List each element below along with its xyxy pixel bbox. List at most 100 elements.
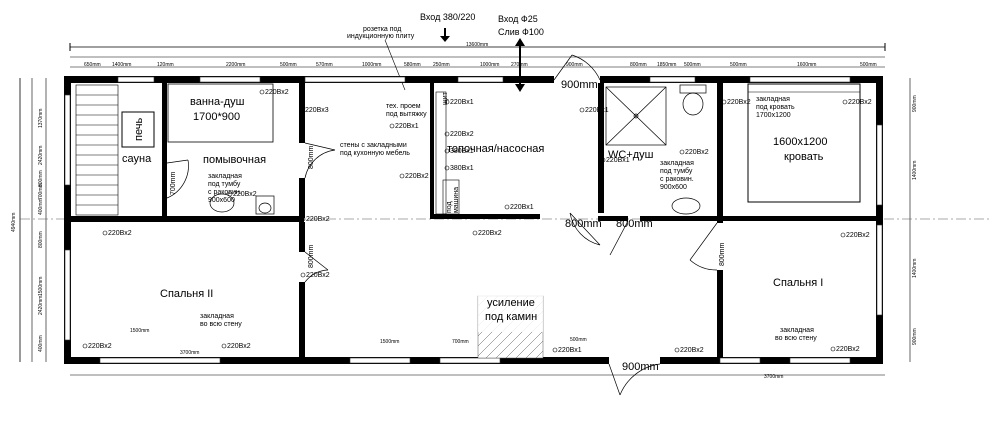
- overall-width-label: 13600mm: [466, 42, 488, 48]
- svg-text:стены с закладными: стены с закладными: [340, 142, 407, 149]
- socket-label: 220Вх3: [305, 107, 329, 114]
- dimension-left-label: 2420mm: [38, 146, 44, 165]
- dimension-left-label: 1500mm: [38, 277, 44, 296]
- socket-label: 380Вх1: [450, 165, 474, 172]
- shield-panel: [435, 91, 447, 215]
- socket-icon: [389, 123, 395, 129]
- svg-text:с раковин.: с раковин.: [208, 189, 242, 196]
- sauna-bench: [75, 84, 119, 216]
- dimension-left-label: 800mm: [38, 170, 44, 187]
- dimension-top-label: 1600mm: [797, 62, 816, 68]
- svg-text:закладная: закладная: [208, 173, 242, 180]
- door-width-label: 900mm: [622, 361, 659, 373]
- door-width-label: 900mm: [561, 79, 598, 91]
- dimension-top-label: 500mm: [684, 62, 701, 68]
- water-entry-label: Вход Ф25: [498, 14, 538, 24]
- dimension-top-label: 250mm: [433, 62, 450, 68]
- dimension-top-label: 2200mm: [226, 62, 245, 68]
- svg-text:под кухонную мебель: под кухонную мебель: [340, 149, 410, 157]
- socket-label: 220Вх2: [233, 191, 257, 198]
- svg-text:900x600: 900x600: [660, 184, 687, 191]
- dimension-right-label: 900mm: [912, 95, 918, 112]
- socket-icon: [102, 230, 108, 236]
- socket-label: 220Вх2: [88, 343, 112, 350]
- dimension-top-label: 900mm: [566, 62, 583, 68]
- socket-icon: [300, 272, 306, 278]
- socket-label: 220Вх1: [510, 204, 534, 211]
- dimension-bottom-label: 1500mm: [130, 328, 149, 334]
- sauna-label: сауна: [122, 153, 152, 165]
- windows: [64, 76, 883, 364]
- svg-text:с раковин.: с раковин.: [660, 176, 694, 183]
- socket-label: 220Вх2: [846, 232, 870, 239]
- bath-size: 1700*900: [193, 111, 240, 123]
- bedroom-2-label: Спальня II: [160, 288, 213, 300]
- wc-sink-icon: [671, 197, 701, 215]
- washroom-sink-icon: [209, 193, 275, 215]
- boiler-room-label: топочная/насосная: [447, 143, 544, 155]
- cooktop-socket-note-1: розетка под: [363, 26, 401, 33]
- dimension-top-label: 500mm: [280, 62, 297, 68]
- socket-icon: [830, 346, 836, 352]
- dimension-top-label: 570mm: [316, 62, 333, 68]
- socket-icon: [259, 89, 265, 95]
- washing-machine-label-2: машина: [453, 187, 460, 213]
- note-wall-mortgage-bedroom-2: закладная во всю стену: [200, 313, 242, 328]
- dimension-top-label: 1400mm: [112, 62, 131, 68]
- stove-label: печь: [133, 118, 145, 141]
- socket-icon: [504, 204, 510, 210]
- socket-icon: [444, 165, 450, 171]
- cooktop-socket-note-2: индукционную плиту: [347, 33, 415, 40]
- sockets: 220Вх2 220Вх3 220Вх1 220Вх2 380Вх1 380Вх1 220В…: [82, 89, 872, 354]
- dimension-right-label: 900mm: [912, 328, 918, 345]
- socket-label: 220Вх2: [836, 346, 860, 353]
- dimension-left-label: 400mm: [38, 335, 44, 352]
- socket-icon: [842, 99, 848, 105]
- dimension-left-label: 1370mm: [38, 109, 44, 128]
- bedroom-1-label: Спальня I: [773, 277, 823, 289]
- bed-label: кровать: [784, 151, 824, 163]
- door-width-label: 800mm: [308, 244, 315, 268]
- socket-icon: [679, 149, 685, 155]
- drain-label: Слив Ф100: [498, 27, 544, 37]
- stove-outline: [121, 111, 155, 148]
- note-kitchen-wall: стены с закладными под кухонную мебель: [340, 142, 410, 157]
- dimension-top-label: 1000mm: [362, 62, 381, 68]
- socket-icon: [840, 232, 846, 238]
- dimension-top-label: 800mm: [630, 62, 647, 68]
- svg-text:во всю стену: во всю стену: [775, 335, 817, 342]
- svg-text:тех. проем: тех. проем: [386, 103, 421, 110]
- socket-label: 220Вх1: [558, 347, 582, 354]
- note-bed-mortgage: закладная под кровать 1700x1200: [756, 96, 795, 119]
- fireplace-label-2: под камин: [485, 311, 537, 323]
- shield-label: щит: [442, 91, 449, 105]
- fireplace-label-1: усиление: [487, 297, 535, 309]
- power-entry-label: Вход 380/220: [420, 12, 475, 22]
- svg-text:закладная: закладная: [200, 313, 234, 320]
- dimension-left-label: 800mm: [38, 231, 44, 248]
- socket-icon: [600, 157, 606, 163]
- socket-label: 220Вх2: [405, 173, 429, 180]
- socket-icon: [82, 343, 88, 349]
- socket-icon: [444, 99, 450, 105]
- socket-label: 220Вх1: [395, 123, 419, 130]
- socket-icon: [579, 107, 585, 113]
- socket-label: 220Вх2: [848, 99, 872, 106]
- dimension-top-label: 580mm: [404, 62, 421, 68]
- dimension-right-label: 1400mm: [912, 161, 918, 180]
- socket-icon: [399, 173, 405, 179]
- door-width-label: 800mm: [565, 218, 602, 230]
- dimension-labels-left: 1370mm2420mm800mm700mm400mm800mm1500mm24…: [38, 109, 44, 352]
- socket-label: 380Вх1: [450, 148, 474, 155]
- washing-machine-label-1: под: [446, 201, 453, 213]
- dimension-top-label: 120mm: [157, 62, 174, 68]
- bathtub: [167, 83, 274, 143]
- socket-label: 220Вх2: [108, 230, 132, 237]
- dimension-top-label: 1850mm: [657, 62, 676, 68]
- note-cabinet-wc: закладная под тумбу с раковин. 900x600: [660, 160, 694, 191]
- shower-tray: [605, 86, 667, 146]
- dimension-left-label: 700mm: [38, 183, 44, 200]
- dimension-bottom-label: 3700mm: [180, 350, 199, 356]
